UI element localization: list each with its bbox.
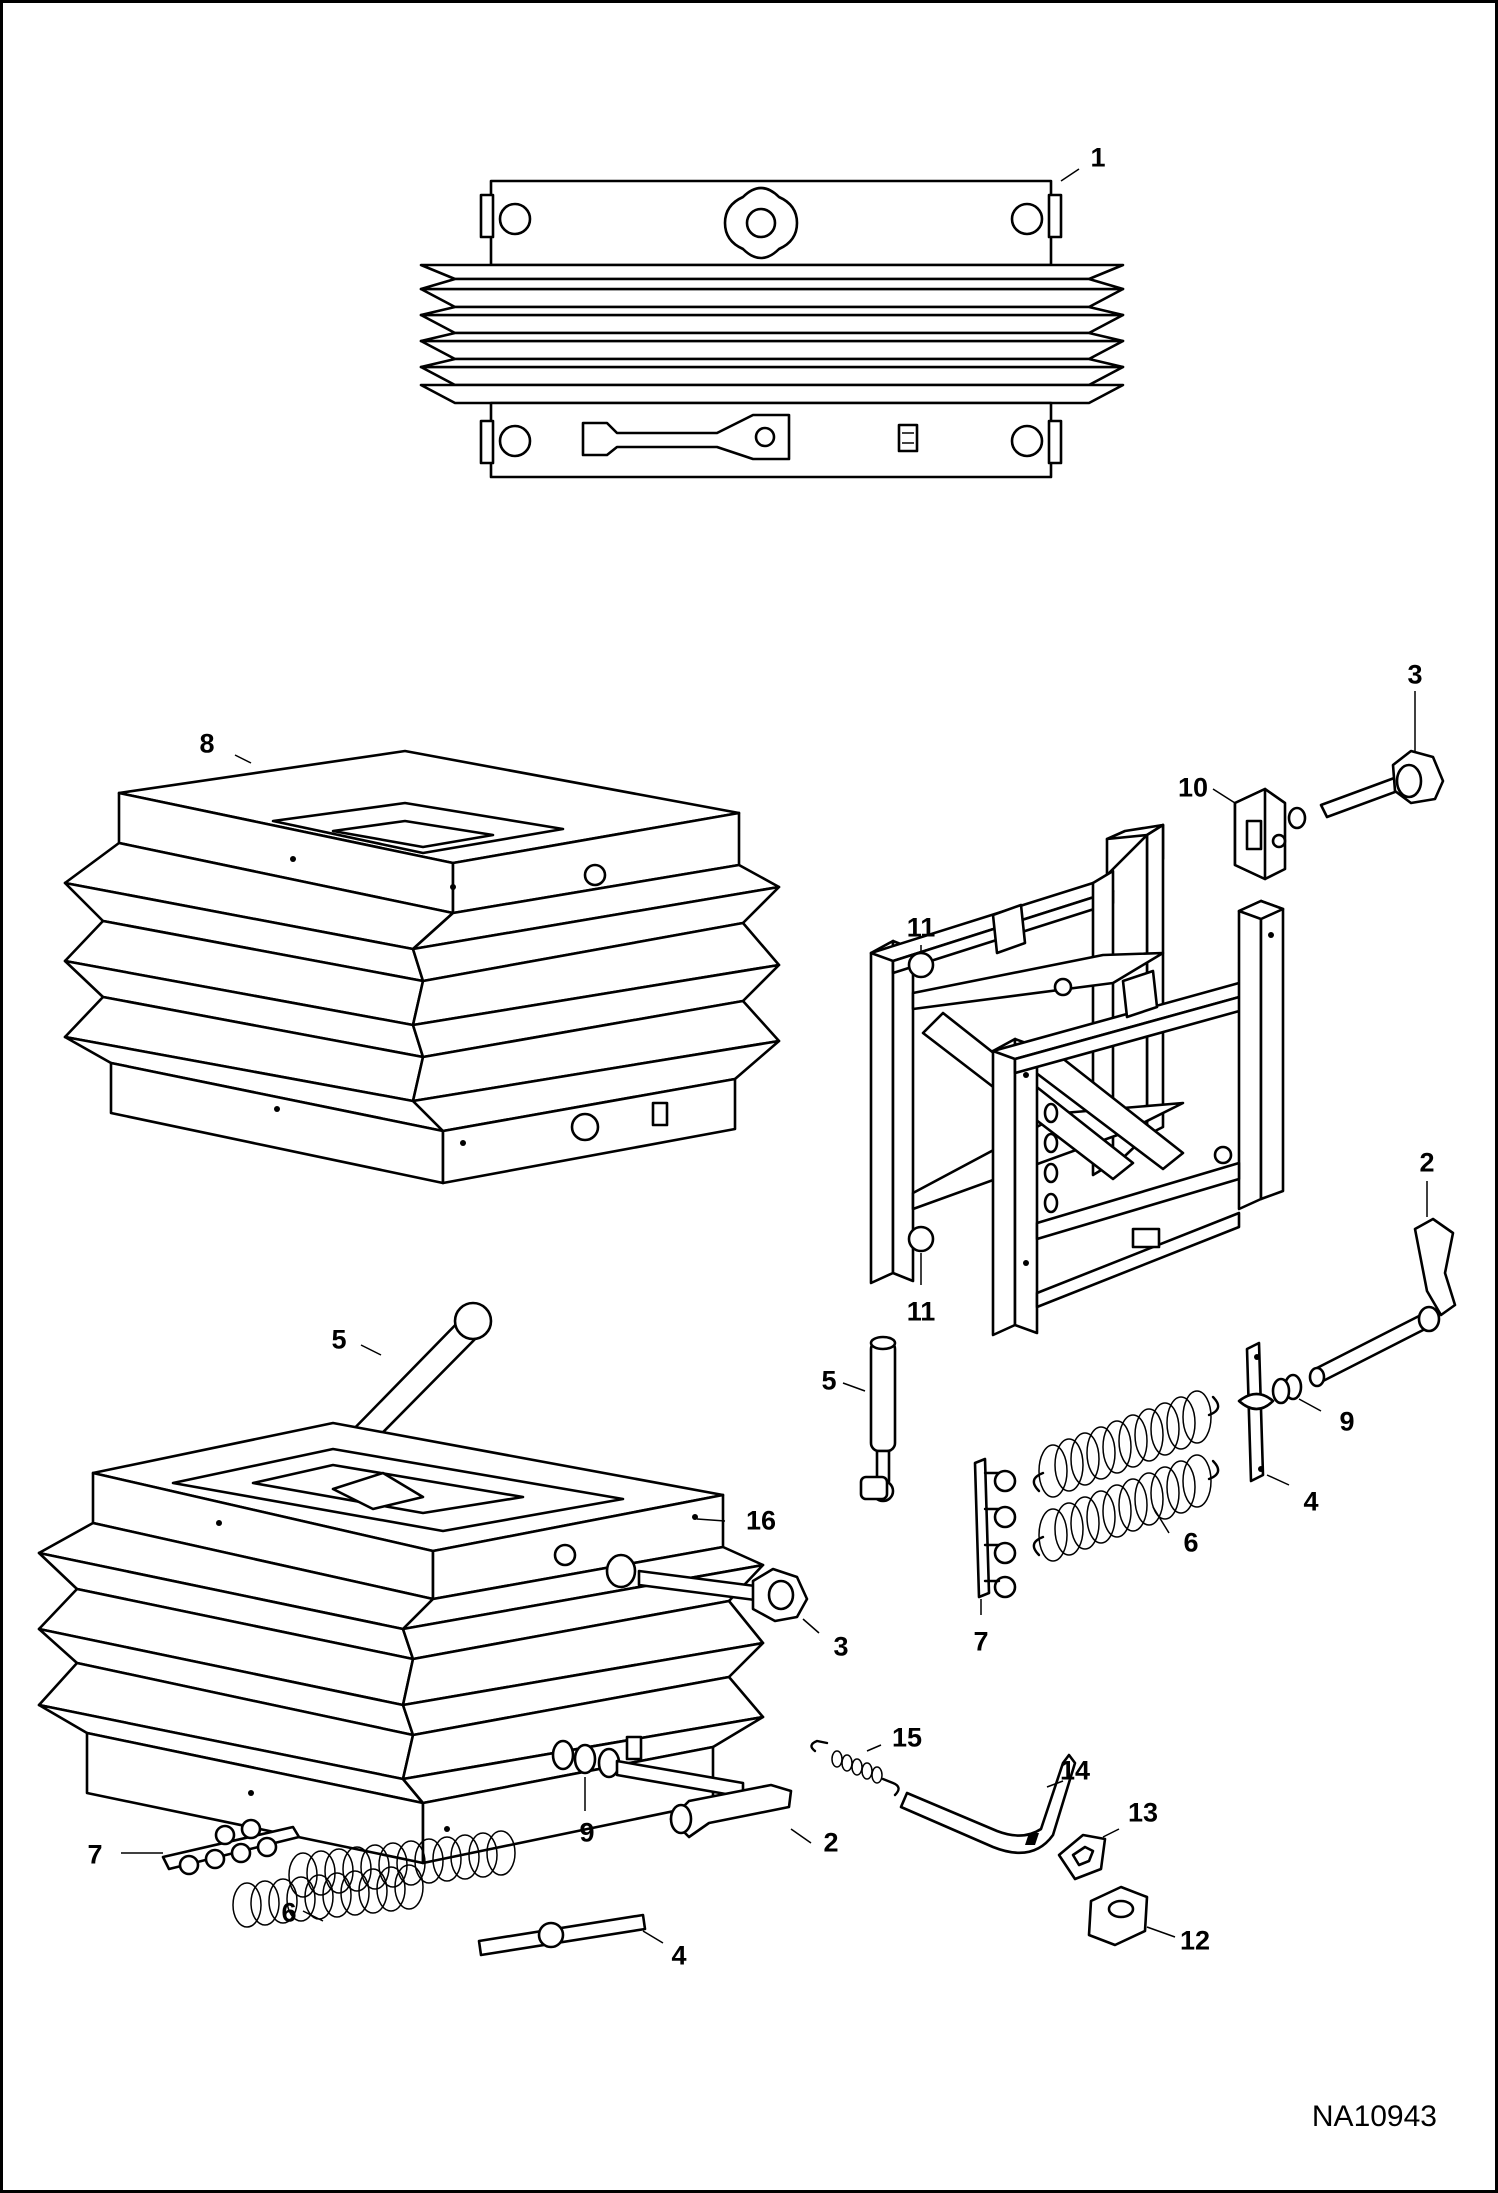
callout-12: 12 xyxy=(1179,1925,1211,1956)
item-3-knob-top xyxy=(1287,749,1445,830)
item-6-springs-left xyxy=(232,1830,516,1928)
drawing-number: NA10943 xyxy=(1311,2100,1437,2133)
callout-14: 14 xyxy=(1059,1755,1091,1786)
item-5-gas-strut-right xyxy=(859,1335,897,1503)
item-2-handle-right xyxy=(1308,1217,1457,1388)
callout-4-right: 4 xyxy=(1303,1486,1319,1517)
callout-4-left: 4 xyxy=(671,1940,687,1971)
callout-7-left: 7 xyxy=(87,1839,103,1870)
callout-10: 10 xyxy=(1177,772,1209,803)
callout-9-seat: 9 xyxy=(579,1817,595,1848)
callout-7-right: 7 xyxy=(973,1626,989,1657)
item-12-clip xyxy=(1087,1885,1149,1947)
item-4-plate-left xyxy=(477,1913,647,1957)
callout-5-strut: 5 xyxy=(821,1365,837,1396)
item-4-plate-right xyxy=(1237,1341,1275,1483)
scissor-suspension-frame xyxy=(869,823,1285,1337)
callout-1: 1 xyxy=(1090,142,1106,173)
callout-15: 15 xyxy=(891,1722,923,1753)
callout-16: 16 xyxy=(745,1505,777,1536)
item-16-seat-base-assembly xyxy=(37,1301,809,1865)
callout-11-upper: 11 xyxy=(906,912,936,943)
callout-2-seat: 2 xyxy=(823,1827,839,1858)
callout-6-right: 6 xyxy=(1183,1527,1199,1558)
item-7-clip-rail-left xyxy=(161,1818,301,1876)
item-15-small-spring xyxy=(810,1739,900,1797)
exploded-parts-drawing xyxy=(37,168,1457,1957)
item-1-bellows-cover xyxy=(419,179,1125,479)
callout-6-left: 6 xyxy=(281,1897,297,1928)
item-9-washer-right xyxy=(1271,1373,1303,1405)
callout-2-right: 2 xyxy=(1419,1147,1435,1178)
item-8-bellows-housing xyxy=(63,749,781,1185)
callout-9-right: 9 xyxy=(1339,1406,1355,1437)
callout-11-lower: 11 xyxy=(906,1296,936,1327)
callout-8: 8 xyxy=(199,728,215,759)
item-13-clip xyxy=(1057,1833,1107,1881)
item-14-strap xyxy=(899,1753,1077,1855)
item-6-springs-right xyxy=(1032,1390,1220,1562)
callout-3-seat: 3 xyxy=(833,1631,849,1662)
callout-leader-lines xyxy=(121,168,1428,1944)
item-10-bracket xyxy=(1233,787,1287,881)
item-7-clip-rail-right xyxy=(973,1457,1017,1599)
callout-13: 13 xyxy=(1127,1797,1159,1828)
callout-5-seat: 5 xyxy=(331,1324,347,1355)
callout-3-top: 3 xyxy=(1407,659,1423,690)
